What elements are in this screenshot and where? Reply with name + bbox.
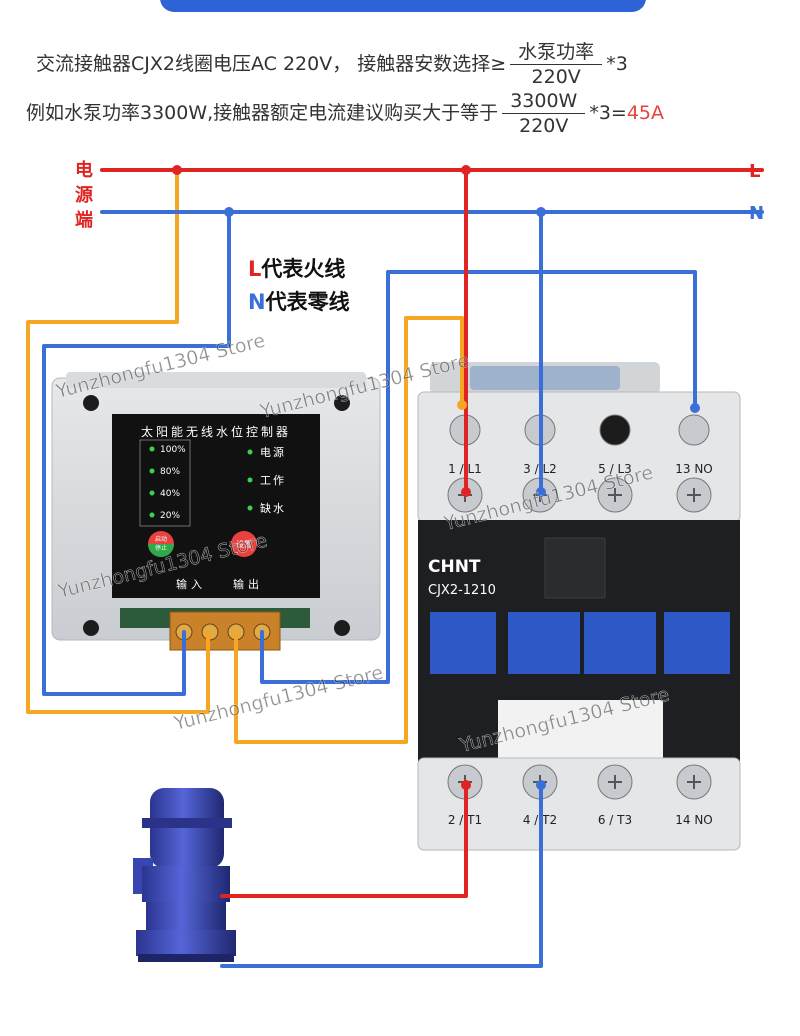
level-box <box>139 439 191 527</box>
level-led-icon <box>149 512 155 518</box>
svg-text:停止: 停止 <box>155 544 167 552</box>
status-led-icon <box>247 449 253 455</box>
status-led-icon <box>247 477 253 483</box>
wire-neutral-to-13no <box>260 270 697 684</box>
legend-live: L代表火线 <box>248 257 345 281</box>
contactor-label-plate <box>498 700 663 758</box>
water-level-controller: 太阳能无线水位控制器 100% 80% 40% 20% 电源 工作 缺水 启动 … <box>51 372 381 651</box>
contactor-slot <box>544 537 606 599</box>
wire-t2-to-pump <box>220 783 543 968</box>
terminal-label: 13 NO <box>675 462 713 476</box>
level-indicators: 100% 80% 40% 20% <box>149 445 186 521</box>
level-led-icon <box>149 468 155 474</box>
level-label: 20% <box>160 511 180 521</box>
formula-1-numerator: 水泵功率 <box>510 40 603 65</box>
output-label: 输出 <box>233 577 263 591</box>
terminal-label: 6 / T3 <box>598 813 632 827</box>
level-led-icon <box>149 490 155 496</box>
formula-1-text: 交流接触器CJX2线圈电压AC 220V， 接触器安数选择≥ <box>36 53 507 75</box>
contactor-blue-panel <box>584 612 656 674</box>
mount-hole-icon <box>334 395 350 411</box>
neutral-line-label: N <box>749 203 764 224</box>
header-tab <box>160 0 646 12</box>
formula-2-denominator: 220V <box>519 115 569 137</box>
formula-2-suffix: *3= <box>589 102 627 124</box>
formula-2-text: 例如水泵功率3300W,接触器额定电流建议购买大于等于 <box>26 102 499 124</box>
wire-junctions <box>172 165 700 790</box>
status-label: 缺水 <box>260 501 286 515</box>
pump-motor-icon <box>133 788 236 962</box>
status-label: 电源 <box>260 445 286 459</box>
level-label: 80% <box>160 467 180 477</box>
formula-1-suffix: *3 <box>606 53 628 75</box>
power-source-label: 源 <box>75 184 93 206</box>
wire-signal-output-to-l1 <box>234 316 464 744</box>
contactor-bottom-housing <box>417 757 741 851</box>
formula-1-denominator: 220V <box>531 66 581 88</box>
power-source-label: 电 <box>75 159 93 181</box>
wires <box>26 168 764 968</box>
status-indicators: 电源 工作 缺水 <box>247 445 286 515</box>
start-stop-label: 启动 <box>155 535 167 543</box>
controller-title: 太阳能无线水位控制器 <box>141 424 291 439</box>
set-button[interactable] <box>231 531 257 557</box>
model-label: CJX2-1210 <box>428 583 496 598</box>
power-source-label: 端 <box>75 210 93 231</box>
controller-top-rail <box>66 372 366 388</box>
contactor-blue-panel <box>430 612 496 674</box>
terminal-label: 5 / L3 <box>598 462 632 476</box>
mount-hole-icon <box>334 620 350 636</box>
mount-hole-icon <box>83 395 99 411</box>
wire-signal-live-to-input <box>26 168 210 714</box>
live-line-label: L <box>749 161 760 182</box>
input-label: 输入 <box>176 577 206 591</box>
formula-2-numerator: 3300W <box>502 89 586 114</box>
brand-label: CHNT <box>428 557 481 577</box>
level-led-icon <box>149 446 155 452</box>
terminal-label: 14 NO <box>675 813 713 827</box>
contactor-blue-panel <box>508 612 580 674</box>
contactor-blue-panel <box>664 612 730 674</box>
status-label: 工作 <box>260 474 286 487</box>
legend-neutral: N代表零线 <box>248 290 350 314</box>
level-label: 40% <box>160 489 180 499</box>
top-terminals-upper-row <box>449 414 710 446</box>
status-led-icon <box>247 505 253 511</box>
legend-live-letter: L <box>248 257 261 281</box>
legend-neutral-letter: N <box>248 290 266 314</box>
level-label: 100% <box>160 445 186 455</box>
set-button-label: 设置 <box>236 539 252 549</box>
wire-neutral-to-input <box>42 210 231 696</box>
legend: L代表火线 N代表零线 <box>248 257 350 314</box>
legend-live-text: 代表火线 <box>260 257 345 281</box>
watermark: Yunzhongfu1304 Store <box>171 662 386 736</box>
wire-t1-to-pump <box>220 783 468 898</box>
start-stop-button-lower <box>148 544 174 557</box>
contactor-window <box>470 366 620 390</box>
legend-neutral-text: 代表零线 <box>265 290 350 314</box>
formula-2-result: 45A <box>626 102 665 124</box>
mount-hole-icon <box>83 620 99 636</box>
controller-panel <box>112 414 320 598</box>
